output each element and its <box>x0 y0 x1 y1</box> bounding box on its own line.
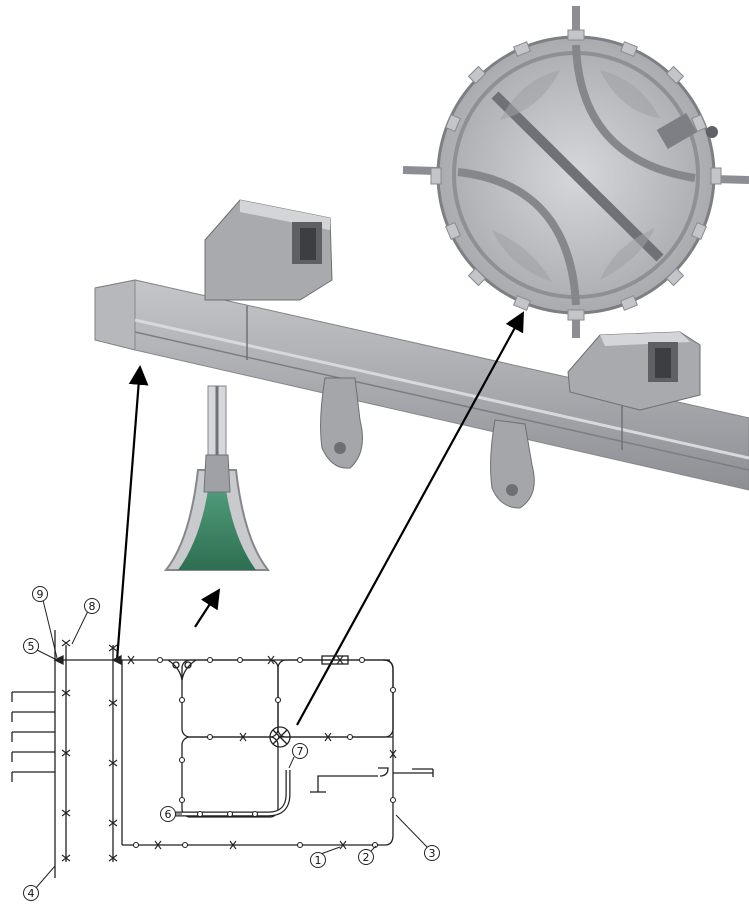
callout-4: 4 <box>23 885 39 901</box>
turntable-motor <box>656 112 698 150</box>
callout-1: 1 <box>310 852 326 868</box>
branch-stubs <box>11 691 55 782</box>
callout-8: 8 <box>84 598 100 614</box>
callout-6: 6 <box>160 806 176 822</box>
callout-2-label: 2 <box>363 851 370 864</box>
turntable-curve-rail <box>457 168 580 306</box>
callout-3-label: 3 <box>429 847 436 860</box>
callout-9-label: 9 <box>37 588 44 601</box>
rail-slot-line <box>134 331 749 471</box>
y-switch-green-segment <box>178 490 256 570</box>
turntable-curve-rail <box>572 44 696 182</box>
callout-8-label: 8 <box>89 600 96 613</box>
rail-slot-line <box>134 318 749 460</box>
turntable-diagonal-beam <box>491 91 664 262</box>
plan-y-switch-icon <box>167 659 197 681</box>
callout-1-label: 1 <box>315 854 322 867</box>
y-switch-illustration <box>163 385 271 571</box>
callout-3: 3 <box>424 845 440 861</box>
track-markers <box>132 656 397 849</box>
hanger-bracket-right <box>567 331 701 411</box>
callout-4-label: 4 <box>28 887 35 900</box>
rail-front-face <box>94 279 136 351</box>
callout-5-label: 5 <box>28 640 35 653</box>
plan-turntable-icon <box>269 726 291 748</box>
callout-7-label: 7 <box>297 745 304 758</box>
arrow-to-rail <box>115 365 149 661</box>
track-layout-plan <box>11 630 434 878</box>
callout-5: 5 <box>23 638 39 654</box>
trolley-hook-right <box>490 419 535 509</box>
arrow-to-y-switch <box>194 588 221 628</box>
callout-7: 7 <box>292 743 308 759</box>
plan-elevator <box>321 655 349 665</box>
trolley-hook-left <box>320 377 363 469</box>
track-crosses <box>61 639 397 862</box>
turntable-teeth <box>430 29 722 321</box>
rail-beam-illustration <box>94 199 749 509</box>
callout-2: 2 <box>358 849 374 865</box>
callout-9: 9 <box>32 586 48 602</box>
hanger-bracket-left <box>204 199 333 301</box>
callout-leaders <box>34 599 429 890</box>
callout-6-label: 6 <box>165 808 172 821</box>
turntable-switch-illustration <box>402 6 749 338</box>
rail-side-face <box>134 279 749 491</box>
